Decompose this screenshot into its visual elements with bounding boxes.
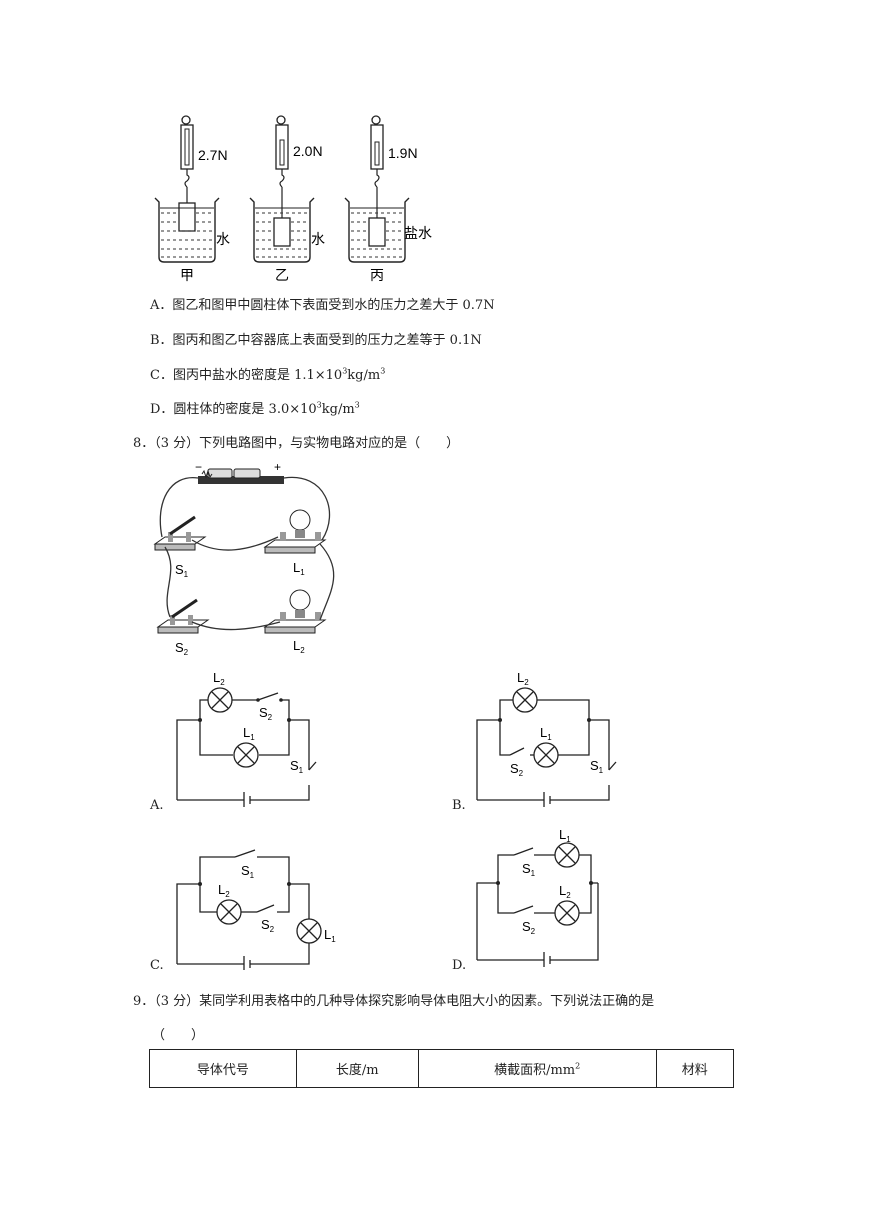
diagram-label: L2 (213, 670, 225, 687)
diagram-label: S2 (510, 761, 524, 778)
diagram-label: L2 (559, 883, 571, 900)
reading-bing: 1.9N (388, 145, 418, 161)
label-bing: 丙 (370, 267, 384, 283)
header-code: 导体代号 (149, 1049, 297, 1088)
option-b-label: B. (452, 798, 466, 813)
exponent: 3 (316, 400, 322, 410)
q7-option-b: B．图丙和图乙中容器底上表面受到的压力之差等于 0.1N (150, 333, 482, 348)
battery-plus: + (274, 462, 281, 474)
exponent: 3 (354, 400, 360, 410)
circuit-a-diagram: L2 S2 L1 S1 (176, 670, 317, 807)
reading-jia: 2.7N (198, 147, 228, 163)
unit: kg/m (321, 402, 355, 417)
circuit-b-diagram: L2 L1 S2 S1 (476, 670, 617, 807)
battery-minus: − (195, 462, 202, 474)
liquid-yi: 水 (311, 231, 325, 247)
q7-option-d: D．圆柱体的密度是 3.0×103kg/m3 (150, 398, 360, 417)
diagram-label: L2 (218, 882, 230, 899)
buoyancy-figure: 2.7N 水 甲 2.0N 水 乙 (154, 115, 432, 283)
q7-option-d-text: D．圆柱体的密度是 3.0×10 (150, 402, 317, 417)
diagram-label: L1 (559, 827, 571, 844)
option-a-label: A. (150, 798, 164, 813)
diagram-label: S2 (522, 919, 536, 936)
liquid-bing: 盐水 (404, 225, 432, 241)
q9-stem: 9．（3 分）某同学利用表格中的几种导体探究影响导体电阻大小的因素。下列说法正确… (133, 994, 655, 1009)
q7-option-a: A．图乙和图甲中圆柱体下表面受到水的压力之差大于 0.7N (150, 298, 495, 313)
setup-jia: 2.7N 水 甲 (154, 115, 230, 283)
header-area-text: 横截面积/mm (494, 1063, 576, 1078)
label-l2: L2 (293, 638, 305, 655)
header-area: 横截面积/mm2 (417, 1049, 657, 1088)
diagram-label: S2 (259, 705, 273, 722)
diagram-label: S2 (261, 917, 275, 934)
diagram-label: L1 (243, 725, 255, 742)
diagram-label: S1 (241, 863, 255, 880)
liquid-jia: 水 (216, 231, 230, 247)
header-material: 材料 (655, 1049, 735, 1088)
diagram-label: L1 (540, 725, 552, 742)
option-d-label: D. (452, 958, 467, 973)
conductor-table: 导体代号 长度/m 横截面积/mm2 材料 (149, 1049, 735, 1088)
setup-bing: 1.9N 盐水 丙 (344, 115, 432, 283)
label-l1: L1 (293, 560, 305, 577)
setup-yi: 2.0N 水 乙 (249, 115, 325, 283)
label-yi: 乙 (275, 267, 289, 283)
diagram-label: S1 (522, 861, 536, 878)
exponent: 3 (380, 366, 386, 376)
q7-option-c-text: C．图丙中盐水的密度是 1.1×10 (150, 368, 343, 383)
option-c-label: C. (150, 958, 164, 973)
q8-stem: 8．（3 分）下列电路图中，与实物电路对应的是（ ） (133, 436, 460, 451)
label-jia: 甲 (180, 267, 194, 283)
unit: kg/m (347, 368, 381, 383)
diagram-label: S1 (590, 758, 604, 775)
header-length: 长度/m (295, 1049, 419, 1088)
label-s2: S2 (175, 640, 189, 657)
diagram-label: L2 (517, 670, 529, 687)
circuit-d-diagram: L1 S1 L2 S2 (476, 827, 599, 967)
table-header-row: 导体代号 长度/m 横截面积/mm2 材料 (149, 1049, 735, 1088)
exponent: 3 (342, 366, 348, 376)
exponent: 2 (575, 1061, 581, 1071)
q7-option-c: C．图丙中盐水的密度是 1.1×103kg/m3 (150, 364, 385, 383)
diagram-label: S1 (290, 758, 304, 775)
physical-circuit-figure: − + S1 L1 S2 L2 (153, 462, 335, 657)
circuit-c-diagram: S1 L2 S2 L1 (176, 849, 336, 970)
reading-yi: 2.0N (293, 143, 323, 159)
label-s1: S1 (175, 562, 189, 579)
q9-answer-paren: （ ） (152, 1028, 205, 1043)
diagram-label: L1 (324, 927, 336, 944)
